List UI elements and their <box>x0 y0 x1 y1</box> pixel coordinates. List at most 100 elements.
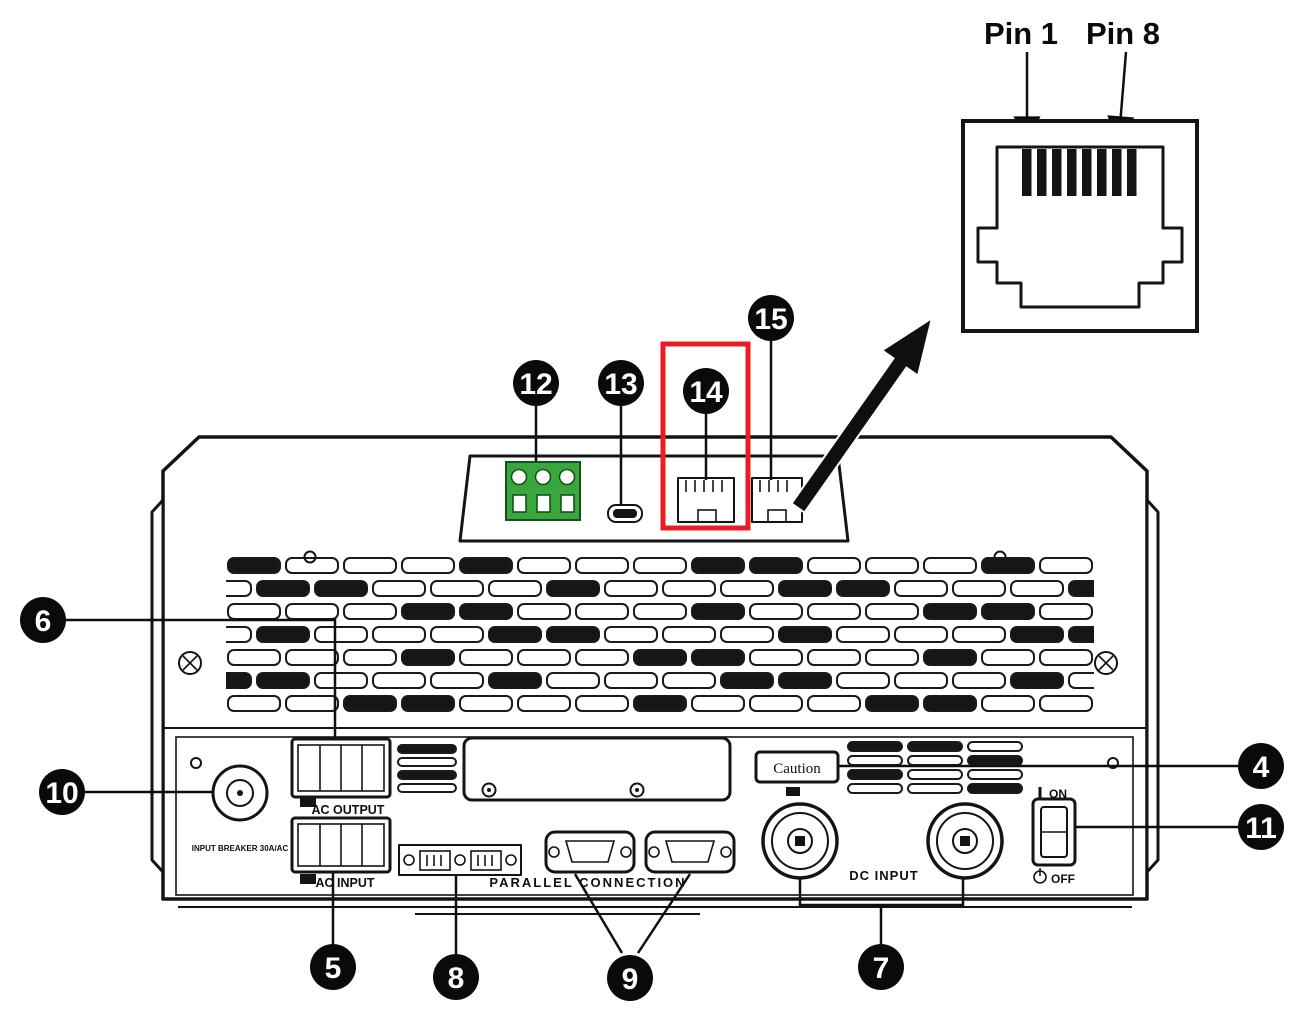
callout-14: 14 <box>683 368 729 414</box>
vent-slot <box>517 603 571 620</box>
vent-slot <box>226 626 252 643</box>
panel-left-flange <box>150 498 165 874</box>
dc-input-label: DC INPUT <box>849 868 918 883</box>
rj45-pinout-detail: Pin 1 Pin 8 <box>961 16 1199 333</box>
vent-slot <box>778 580 832 597</box>
callout-12-number: 12 <box>519 368 552 401</box>
terminal-tab <box>300 797 316 807</box>
vent-slot <box>865 557 919 574</box>
vent-slot <box>343 603 397 620</box>
vent-slot <box>894 626 948 643</box>
vent-slot <box>372 580 426 597</box>
vent-slot <box>546 580 600 597</box>
terminal-screw <box>534 468 552 486</box>
vent-slot <box>865 603 919 620</box>
vent-slot <box>633 649 687 666</box>
vent-slot <box>1039 603 1093 620</box>
vent-slot <box>314 672 368 689</box>
vent-slot <box>1010 580 1064 597</box>
vent-slot <box>285 695 339 712</box>
vent-slot <box>865 695 919 712</box>
pin8-label: Pin 8 <box>1086 16 1160 51</box>
vent-slot <box>401 603 455 620</box>
vent-slot <box>967 755 1023 766</box>
vent-slot <box>633 695 687 712</box>
callouts: 4 5 6 7 8 9 10 11 <box>20 295 1284 1001</box>
vent-slot <box>720 580 774 597</box>
vent-slot <box>749 603 803 620</box>
vent-slot <box>923 695 977 712</box>
callout-11-number: 11 <box>1245 812 1277 845</box>
vent-slot <box>847 783 903 794</box>
vent-slot <box>1010 672 1064 689</box>
screw-icon <box>1094 651 1118 675</box>
vent-slot <box>575 649 629 666</box>
vent-slot <box>749 649 803 666</box>
vent-slot <box>894 672 948 689</box>
vent-slot <box>285 603 339 620</box>
highlight-box-red <box>660 341 751 531</box>
vent-slot <box>981 603 1035 620</box>
vent-slot <box>314 580 368 597</box>
usb-port-opening <box>613 509 637 518</box>
vent-slot <box>981 649 1035 666</box>
vent-slot <box>517 649 571 666</box>
vent-slot <box>227 603 281 620</box>
vent-slot <box>691 695 745 712</box>
callout-10-number: 10 <box>45 777 78 810</box>
callout-9-number: 9 <box>622 963 639 996</box>
terminal-slot <box>536 494 551 513</box>
vent-slot <box>285 557 339 574</box>
vent-slot <box>865 649 919 666</box>
ac-input-label: AC INPUT <box>315 876 374 890</box>
vent-slot <box>517 695 571 712</box>
callout-11: 11 <box>1238 804 1284 850</box>
terminal-screw <box>510 468 528 486</box>
vent-slot <box>836 580 890 597</box>
current-sharing-port <box>398 844 522 876</box>
vent-slot <box>1039 557 1093 574</box>
vent-slot <box>227 649 281 666</box>
vent-slot <box>923 649 977 666</box>
vent-slot <box>314 626 368 643</box>
callout-4: 4 <box>1238 743 1284 789</box>
parallel-ports: PARALLEL CONNECTION <box>489 830 736 890</box>
vent-slot <box>401 649 455 666</box>
screw-icon <box>178 651 202 675</box>
vent-slot <box>907 755 963 766</box>
vent-slot <box>256 626 310 643</box>
ac-output-label: AC OUTPUT <box>312 803 385 817</box>
vent-slot <box>372 672 426 689</box>
callout-15-number: 15 <box>754 303 787 336</box>
terminal-tab <box>786 787 800 796</box>
vent-slot <box>807 603 861 620</box>
vent-slot <box>807 557 861 574</box>
vent-slot <box>807 695 861 712</box>
vent-slot <box>227 695 281 712</box>
vent-slot <box>633 603 687 620</box>
vent-slot <box>720 672 774 689</box>
vent-slot <box>1039 695 1093 712</box>
vent-slot <box>459 557 513 574</box>
vent-slot <box>691 649 745 666</box>
vent-slot <box>604 580 658 597</box>
vent-slot <box>401 557 455 574</box>
callout-5-number: 5 <box>325 952 342 985</box>
callout-8: 8 <box>433 954 479 1000</box>
vent-slot <box>981 695 1035 712</box>
power-switch: ON OFF <box>1031 787 1077 886</box>
vent-slot <box>430 672 484 689</box>
vent-slot <box>662 626 716 643</box>
vent-grille <box>226 557 1094 712</box>
vent-slot <box>907 741 963 752</box>
terminal-slot <box>512 494 527 513</box>
callout-4-number: 4 <box>1253 751 1270 784</box>
blank-plate <box>462 736 732 802</box>
callout-6-number: 6 <box>35 605 52 638</box>
vent-slot <box>691 557 745 574</box>
vent-slot <box>981 557 1035 574</box>
vent-slot <box>343 695 397 712</box>
vent-slot <box>575 603 629 620</box>
callout-6: 6 <box>20 597 66 643</box>
panel-screws <box>178 550 1119 769</box>
